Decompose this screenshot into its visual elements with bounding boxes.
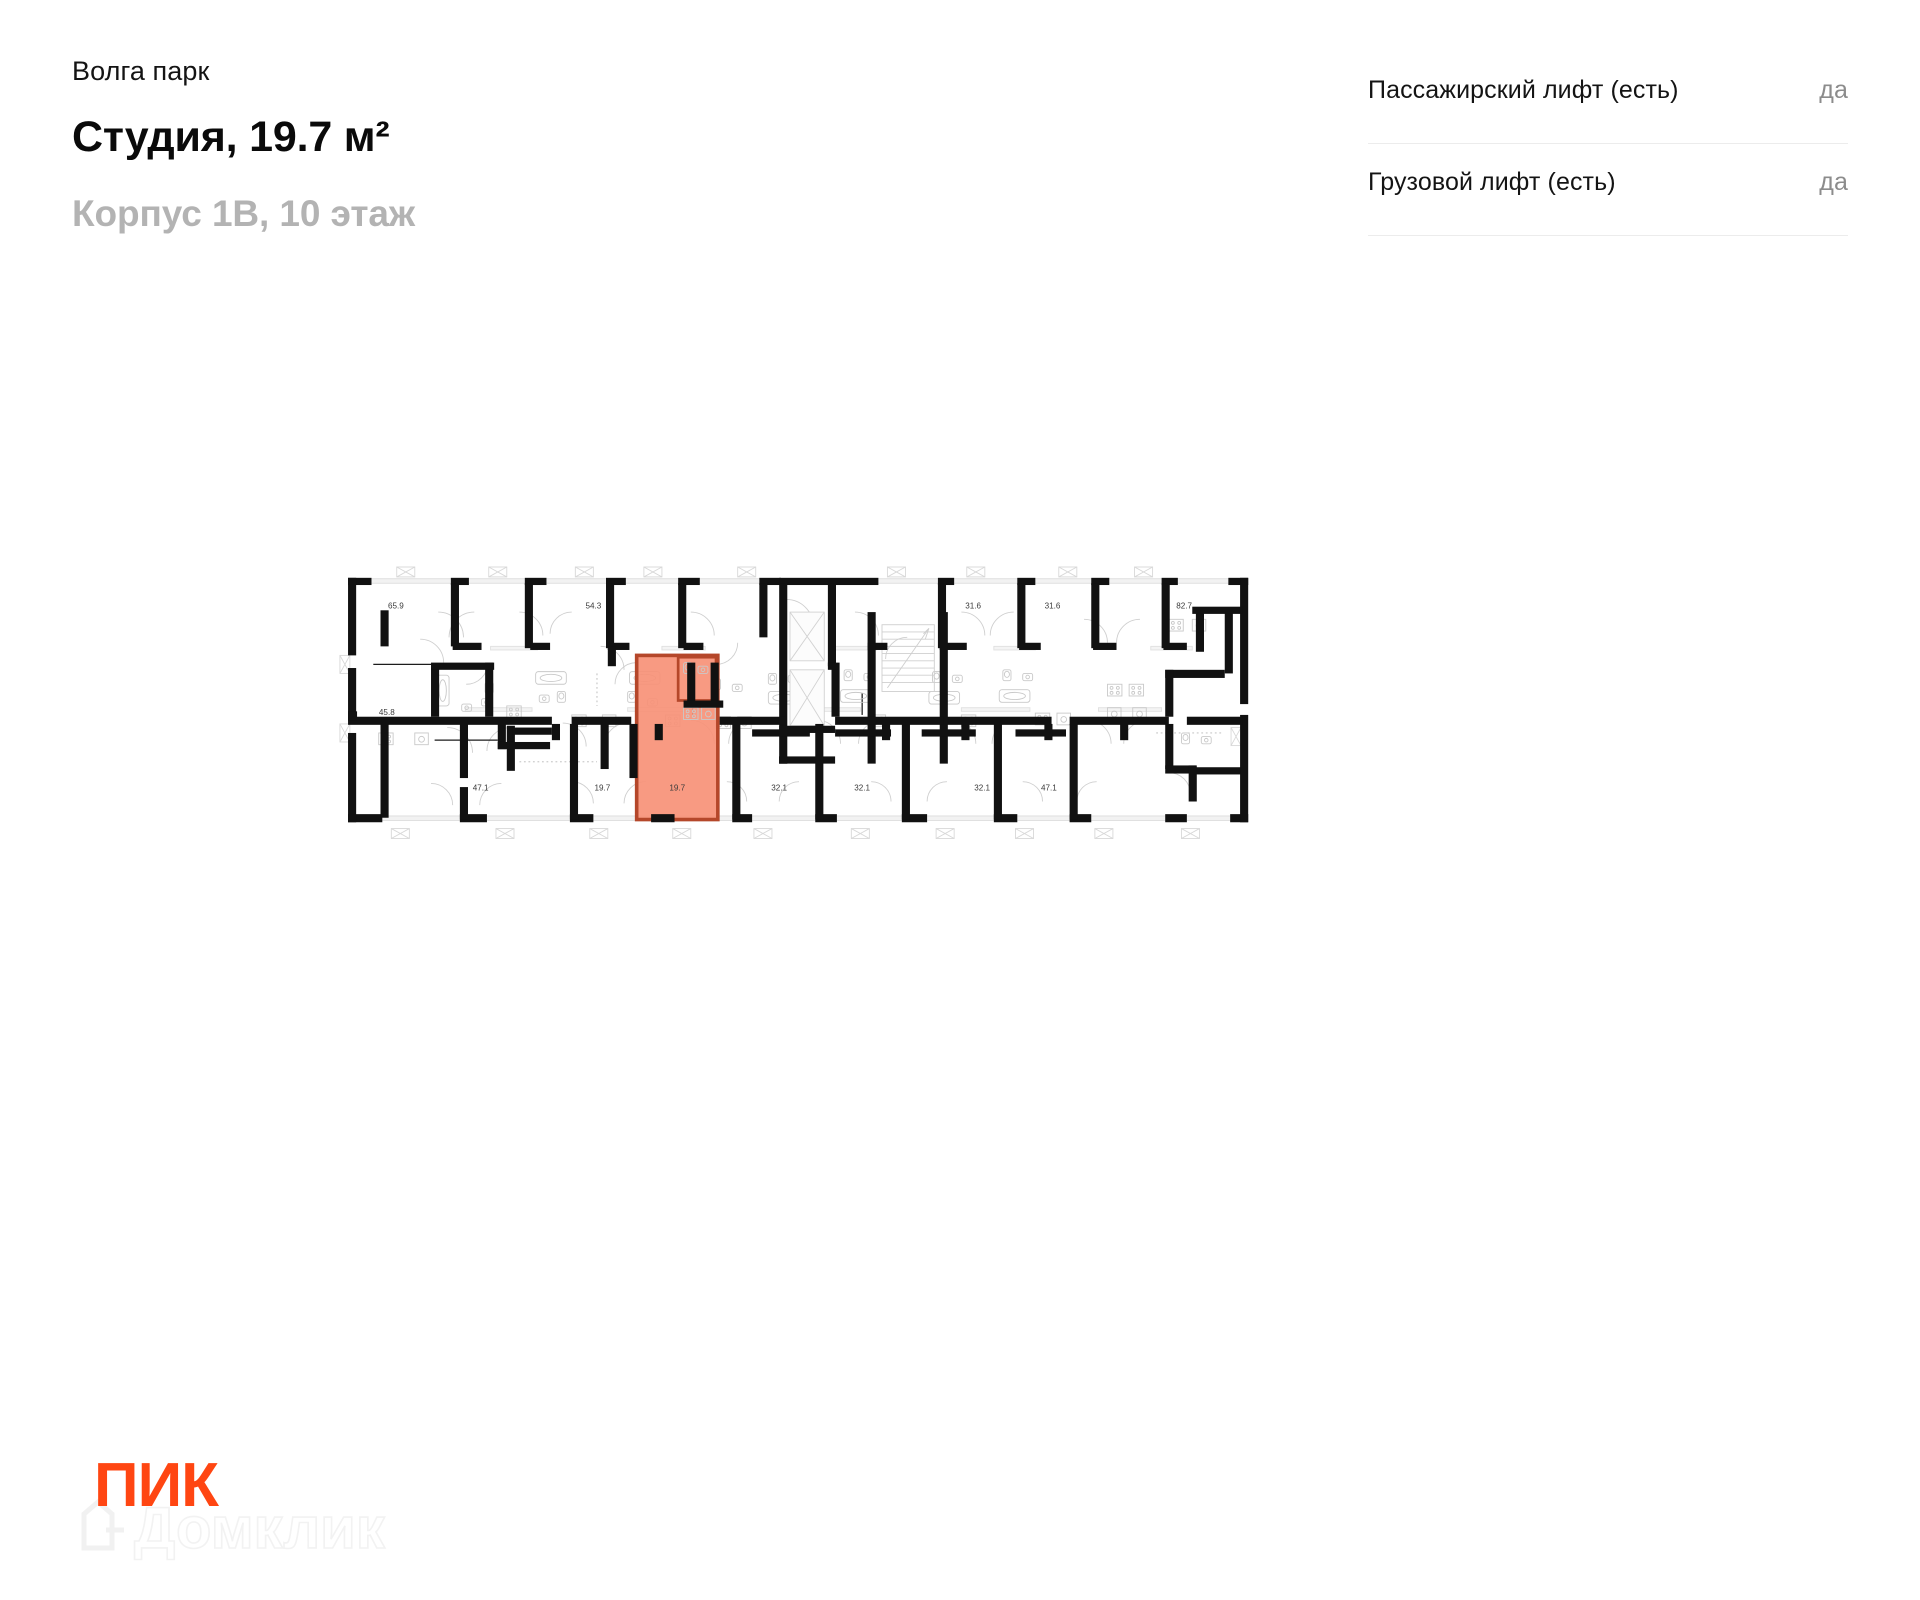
page-title: Студия, 19.7 м² xyxy=(72,113,390,161)
domclick-watermark: Домклик xyxy=(81,1495,387,1562)
spec-label: Грузовой лифт (есть) xyxy=(1368,168,1616,196)
spec-row-passenger-lift: Пассажирский лифт (есть) да xyxy=(1368,52,1848,144)
area-label: 45.8 xyxy=(379,708,395,717)
plan-area-labels: 65.9 54.3 31.6 31.6 82.7 45.8 47.1 19.7 … xyxy=(379,601,1193,792)
spec-label: Пассажирский лифт (есть) xyxy=(1368,76,1679,104)
pik-logo-text: ПИК xyxy=(94,1452,219,1520)
floorplan[interactable]: 65.9 54.3 31.6 31.6 82.7 45.8 47.1 19.7 … xyxy=(330,540,1250,870)
pik-logo: ПИК xyxy=(94,1452,220,1520)
floorplan-svg: 65.9 54.3 31.6 31.6 82.7 45.8 47.1 19.7 … xyxy=(339,566,1249,839)
area-label: 82.7 xyxy=(1176,601,1192,610)
area-label: 32.1 xyxy=(974,784,990,793)
area-label: 47.1 xyxy=(473,784,489,793)
branding-block: Домклик ПИК xyxy=(72,1434,492,1564)
spec-value: да xyxy=(1819,76,1848,104)
area-label: 32.1 xyxy=(771,784,787,793)
spec-value: да xyxy=(1819,168,1848,196)
area-label: 47.1 xyxy=(1041,784,1057,793)
area-label: 31.6 xyxy=(965,601,981,610)
complex-name: Волга парк xyxy=(72,56,210,86)
area-label-highlighted: 19.7 xyxy=(669,784,685,793)
highlighted-unit[interactable] xyxy=(634,653,720,822)
plan-fixtures xyxy=(339,566,1242,839)
area-label: 32.1 xyxy=(854,784,870,793)
building-specs-table: Пассажирский лифт (есть) да Грузовой лиф… xyxy=(1368,52,1848,236)
area-label: 31.6 xyxy=(1045,601,1061,610)
area-label: 19.7 xyxy=(594,784,610,793)
plan-walls xyxy=(348,577,1249,823)
header-left: Волга парк Студия, 19.7 м² Корпус 1В, 10… xyxy=(72,54,972,237)
area-label: 54.3 xyxy=(585,601,601,610)
area-label: 65.9 xyxy=(388,601,404,610)
page-subtitle: Корпус 1В, 10 этаж xyxy=(72,192,416,234)
spec-row-freight-lift: Грузовой лифт (есть) да xyxy=(1368,144,1848,236)
watermark-text: Домклик xyxy=(134,1496,386,1561)
